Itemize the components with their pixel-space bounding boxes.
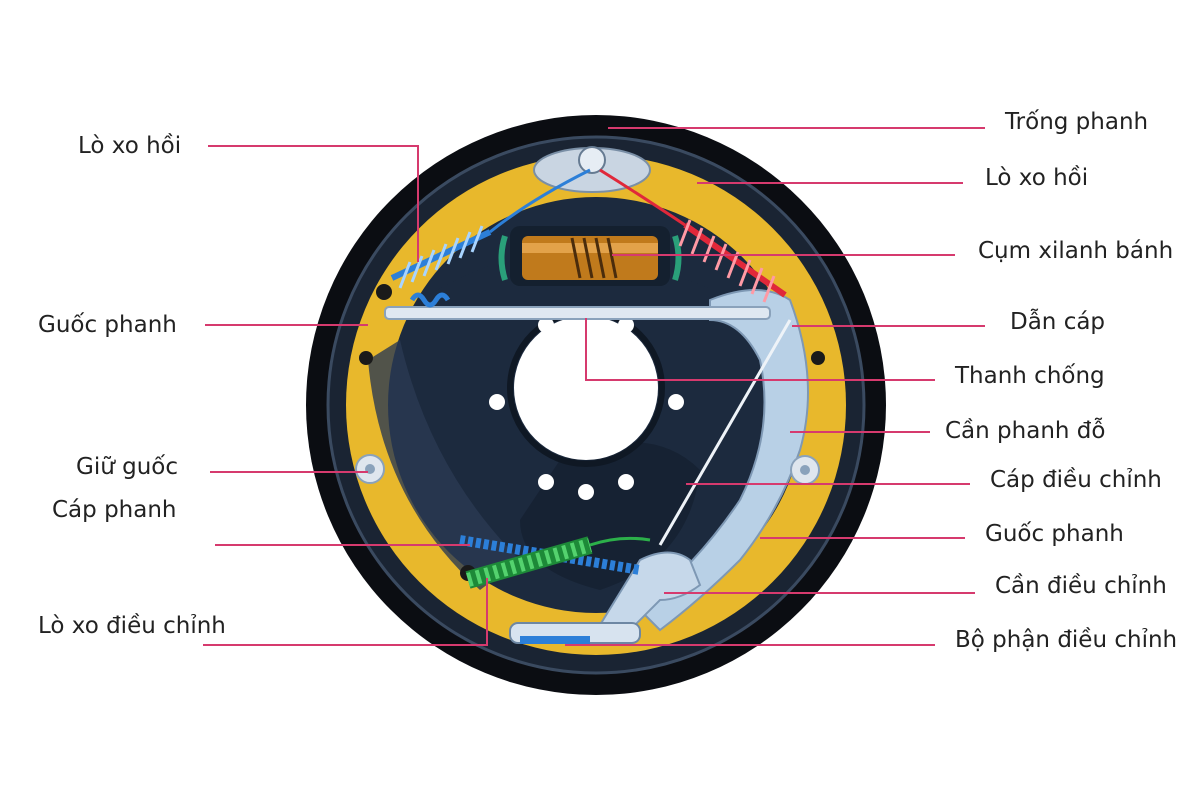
backplate-left bbox=[368, 340, 520, 590]
hub-hole bbox=[514, 316, 658, 460]
label-wheel-cylinder: Cụm xilanh bánh bbox=[978, 238, 1174, 264]
label-adjuster-lever: Cần điều chỉnh bbox=[995, 573, 1167, 599]
label-adjuster-assembly: Bộ phận điều chỉnh bbox=[955, 627, 1178, 653]
adjuster-cable bbox=[658, 319, 792, 546]
label-return-spring-left: Lò xo hồi bbox=[78, 133, 182, 159]
leader-strut bbox=[585, 318, 935, 381]
label-cable-guide: Dẫn cáp bbox=[1010, 309, 1106, 335]
label-brake-drum: Trống phanh bbox=[1005, 109, 1149, 135]
adjuster-lever-shape bbox=[598, 551, 702, 642]
label-shoe-retainer: Giữ guốc bbox=[76, 454, 178, 480]
label-return-spring-right: Lò xo hồi bbox=[985, 165, 1089, 191]
return-spring-right bbox=[678, 219, 787, 303]
return-spring-right-hook bbox=[599, 168, 686, 227]
return-spring-left-hook bbox=[489, 168, 591, 234]
label-adjuster-spring: Lò xo điều chỉnh bbox=[38, 613, 226, 639]
label-strut: Thanh chống bbox=[955, 363, 1105, 389]
strut-spring bbox=[409, 292, 451, 308]
return-spring-left bbox=[390, 225, 492, 289]
shoe-retainer-left bbox=[355, 454, 385, 484]
label-brake-cable: Cáp phanh bbox=[52, 497, 177, 523]
shoe-retainer-right bbox=[790, 455, 820, 485]
leader-lines bbox=[203, 127, 985, 646]
wheel-cylinder bbox=[498, 226, 682, 286]
label-brake-shoe-right: Guốc phanh bbox=[985, 521, 1124, 547]
leader-return-spring-left bbox=[208, 145, 419, 262]
adjuster-spring-green bbox=[465, 536, 651, 589]
leader-adjuster-spring bbox=[203, 578, 488, 646]
strut-bar bbox=[384, 306, 771, 320]
anchor-pin bbox=[578, 146, 606, 174]
parking-brake-lever bbox=[638, 289, 809, 632]
label-parking-lever: Cần phanh đỗ bbox=[945, 418, 1106, 444]
adjuster-screw bbox=[520, 636, 590, 644]
label-brake-shoe-left: Guốc phanh bbox=[38, 312, 177, 338]
label-adjuster-cable: Cáp điều chỉnh bbox=[990, 467, 1162, 493]
